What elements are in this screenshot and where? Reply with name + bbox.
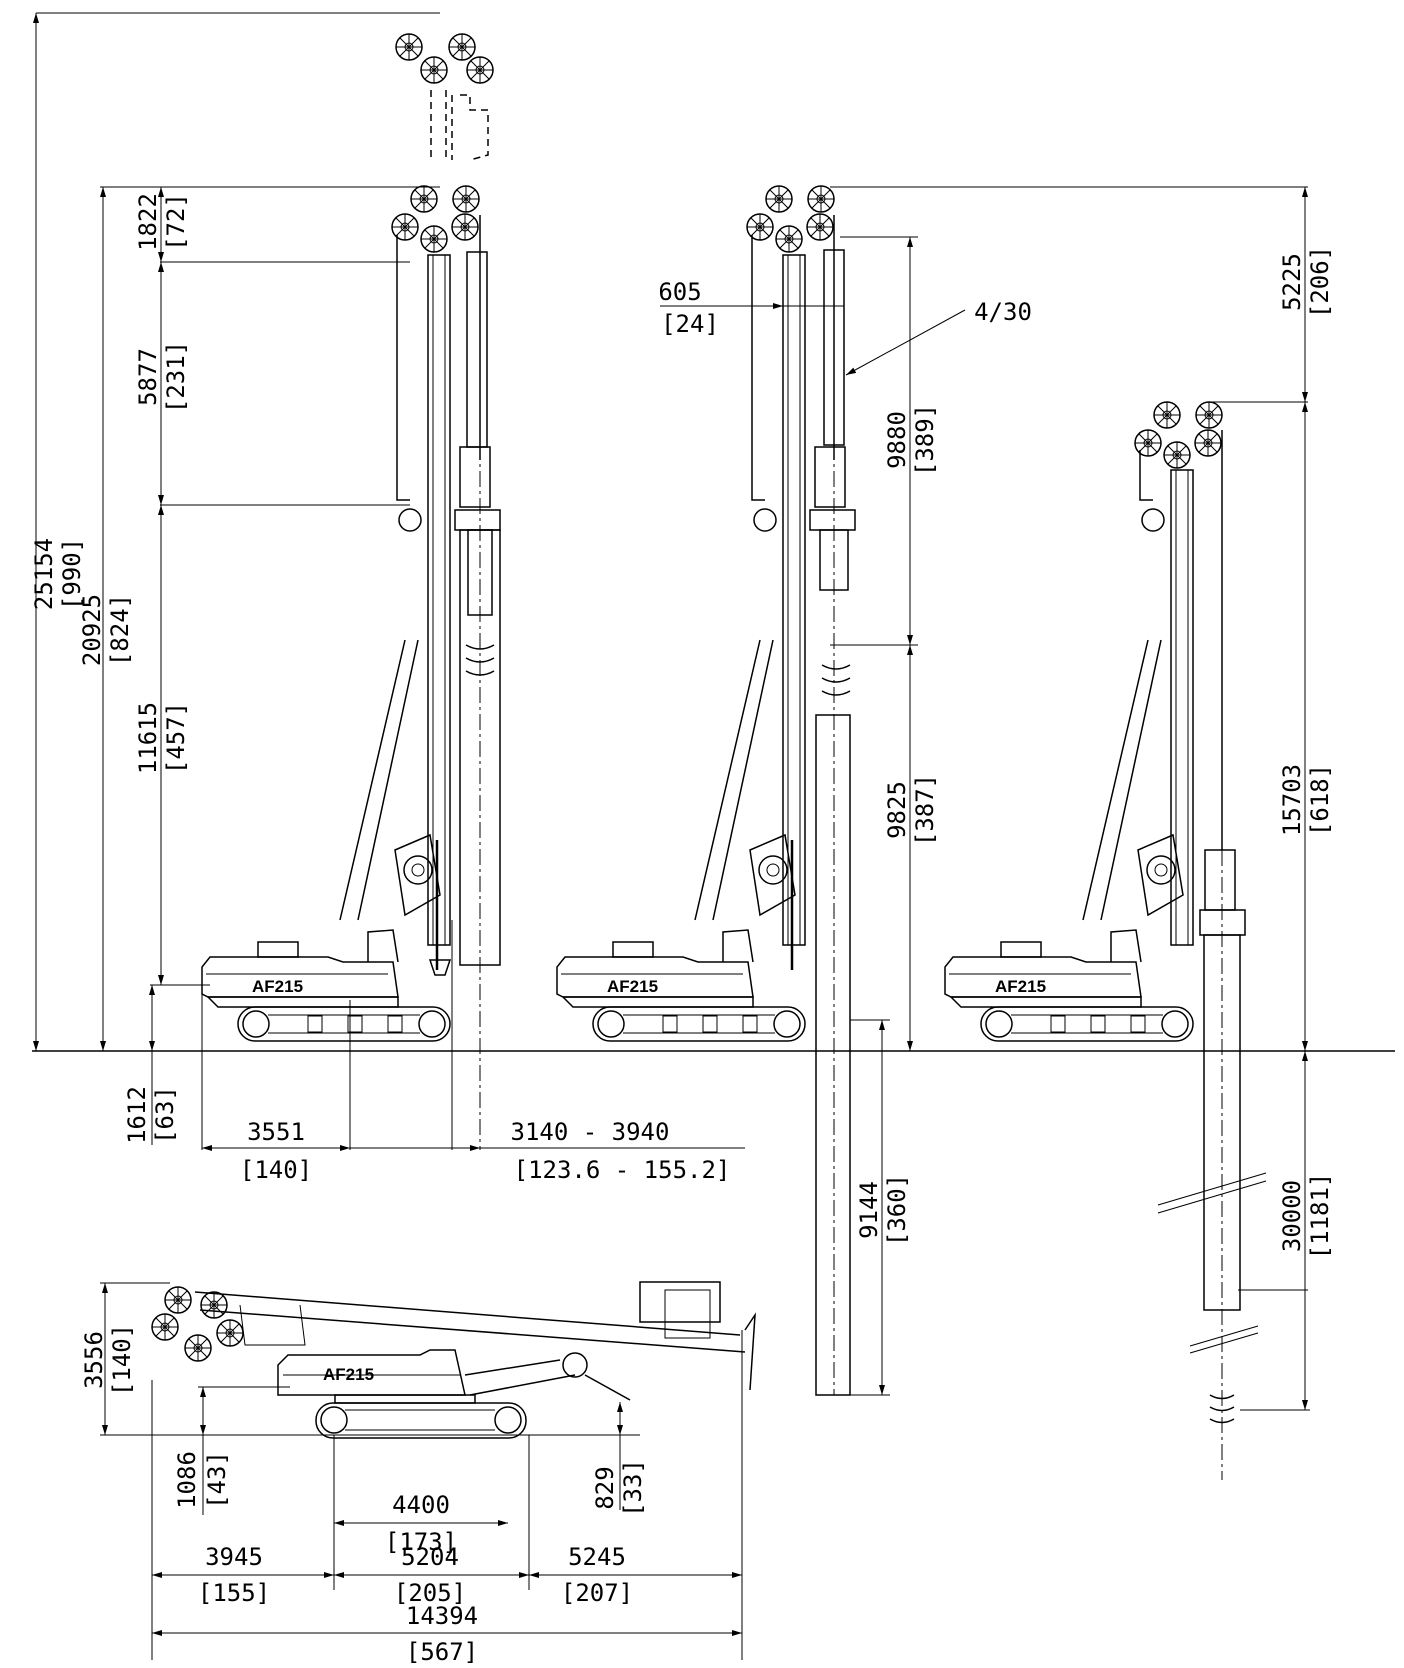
dim-387: [387] (911, 774, 939, 846)
rig-right: AF215 (944, 401, 1267, 1480)
dimensions-transport: 3556 [140] 1086 [43] 829 [33] 4400 [173]… (80, 1282, 743, 1666)
dim-33: [33] (619, 1459, 647, 1517)
dim-3945: 3945 (205, 1543, 263, 1571)
dim-990: [990] (58, 538, 86, 610)
machine-label: AF215 (995, 977, 1046, 996)
dim-1822: 1822 (134, 193, 162, 251)
machine-label: AF215 (252, 977, 303, 996)
dim-43: [43] (203, 1451, 231, 1509)
dim-30000: 30000 (1278, 1180, 1306, 1252)
dim-389: [389] (911, 404, 939, 476)
dim-618: [618] (1306, 764, 1334, 836)
dim-25154: 25154 (30, 538, 58, 610)
machine-label: AF215 (323, 1365, 374, 1384)
dim-11615: 11615 (134, 702, 162, 774)
dim-140: [140] (108, 1324, 136, 1396)
rig-middle: AF215 (556, 185, 856, 1396)
machine-label: AF215 (607, 977, 658, 996)
raised-mast-dashed (395, 33, 494, 161)
dim-824: [824] (106, 594, 134, 666)
dim-14394: 14394 (406, 1602, 478, 1630)
dim-range-in: [123.6 - 155.2] (514, 1156, 731, 1184)
dimensions-right: 5225 [206] 15703 [618] 30000 [1181] (830, 186, 1334, 1411)
dim-1612: 1612 (123, 1086, 151, 1144)
dim-457: [457] (162, 702, 190, 774)
dim-24: [24] (661, 310, 719, 338)
dim-63: [63] (151, 1086, 179, 1144)
rig-left: AF215 (201, 33, 501, 1150)
dim-155: [155] (198, 1579, 270, 1607)
dim-140: [140] (240, 1156, 312, 1184)
dim-4400: 4400 (392, 1491, 450, 1519)
dim-9144: 9144 (855, 1181, 883, 1239)
dim-5245: 5245 (568, 1543, 626, 1571)
dim-9880: 9880 (883, 411, 911, 469)
dim-5204: 5204 (401, 1543, 459, 1571)
dim-206: [206] (1306, 246, 1334, 318)
dimensions-left: 25154 [990] 20925 [824] 1822 [72] 5877 [… (30, 12, 745, 1184)
dim-72: [72] (162, 193, 190, 251)
dim-15703: 15703 (1278, 764, 1306, 836)
dim-173: [173] (385, 1528, 457, 1556)
dim-829: 829 (591, 1466, 619, 1509)
dim-9825: 9825 (883, 781, 911, 839)
dimensions-middle: 605 [24] 4/30 9880 [389] 9825 [387] 9144… (658, 236, 1032, 1396)
dim-605: 605 (658, 278, 701, 306)
dim-3556: 3556 (80, 1331, 108, 1389)
dim-231: [231] (162, 341, 190, 413)
dim-range: 3140 - 3940 (511, 1118, 670, 1146)
dim-205: [205] (394, 1579, 466, 1607)
note-4-30: 4/30 (974, 298, 1032, 326)
dim-5877: 5877 (134, 348, 162, 406)
dim-1086: 1086 (173, 1451, 201, 1509)
transport-view: AF215 (151, 1281, 756, 1439)
dim-20925: 20925 (78, 594, 106, 666)
dim-207: [207] (561, 1579, 633, 1607)
dim-5225: 5225 (1278, 253, 1306, 311)
dim-360: [360] (883, 1174, 911, 1246)
dim-3551: 3551 (247, 1118, 305, 1146)
dim-567: [567] (406, 1638, 478, 1666)
dim-1181: [1181] (1306, 1173, 1334, 1260)
